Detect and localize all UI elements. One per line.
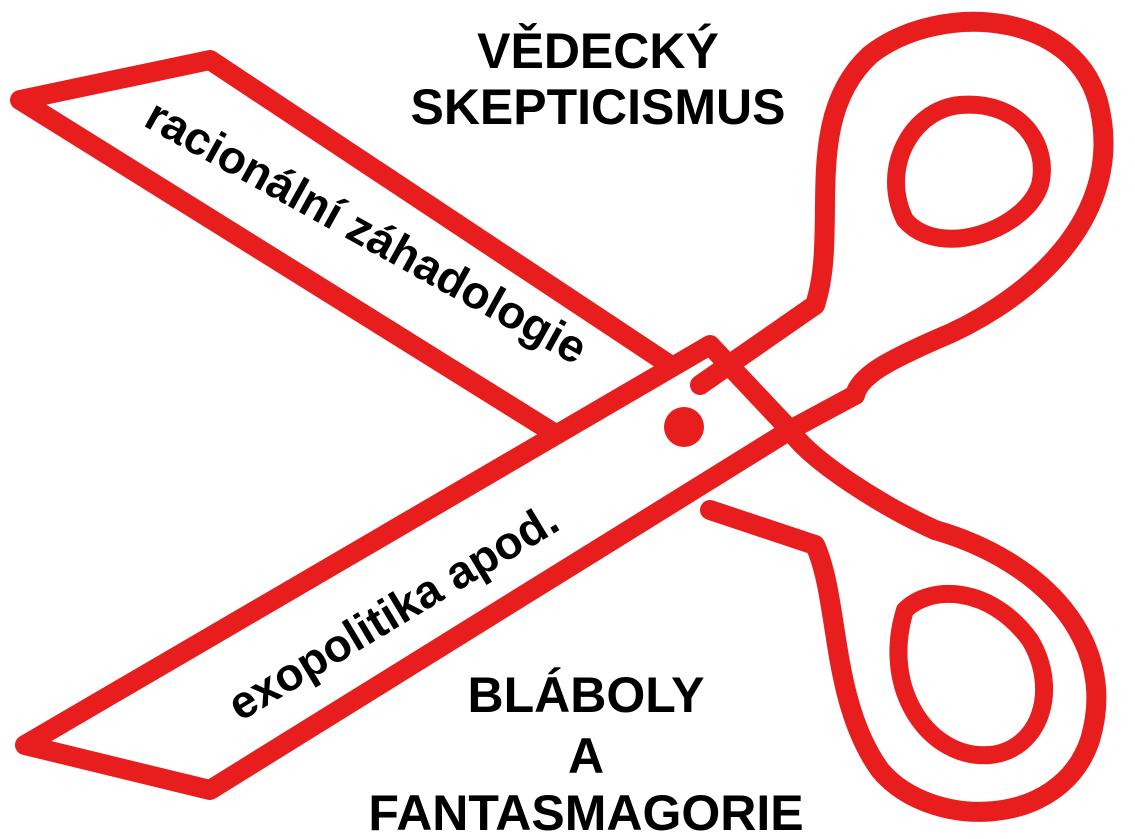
upper-handle-loop-inner	[896, 105, 1042, 239]
upper-handle-loop-outer	[815, 22, 1103, 395]
lower-handle-loop-outer	[815, 530, 1096, 812]
pivot-dot	[664, 407, 704, 447]
lower-handle-shank-lower	[710, 510, 815, 545]
title-bottom-line3: FANTASMAGORIE	[368, 785, 803, 839]
title-top-line2: SKEPTICISMUS	[410, 79, 785, 135]
title-bottom-line2: A	[568, 728, 604, 784]
lower-handle-shank	[790, 430, 935, 530]
upper-handle-shank-lower	[790, 395, 855, 430]
title-top-line1: VĚDECKÝ	[477, 23, 719, 79]
title-bottom-line1: BLÁBOLY	[467, 667, 704, 723]
lower-handle-loop-inner	[898, 594, 1044, 755]
